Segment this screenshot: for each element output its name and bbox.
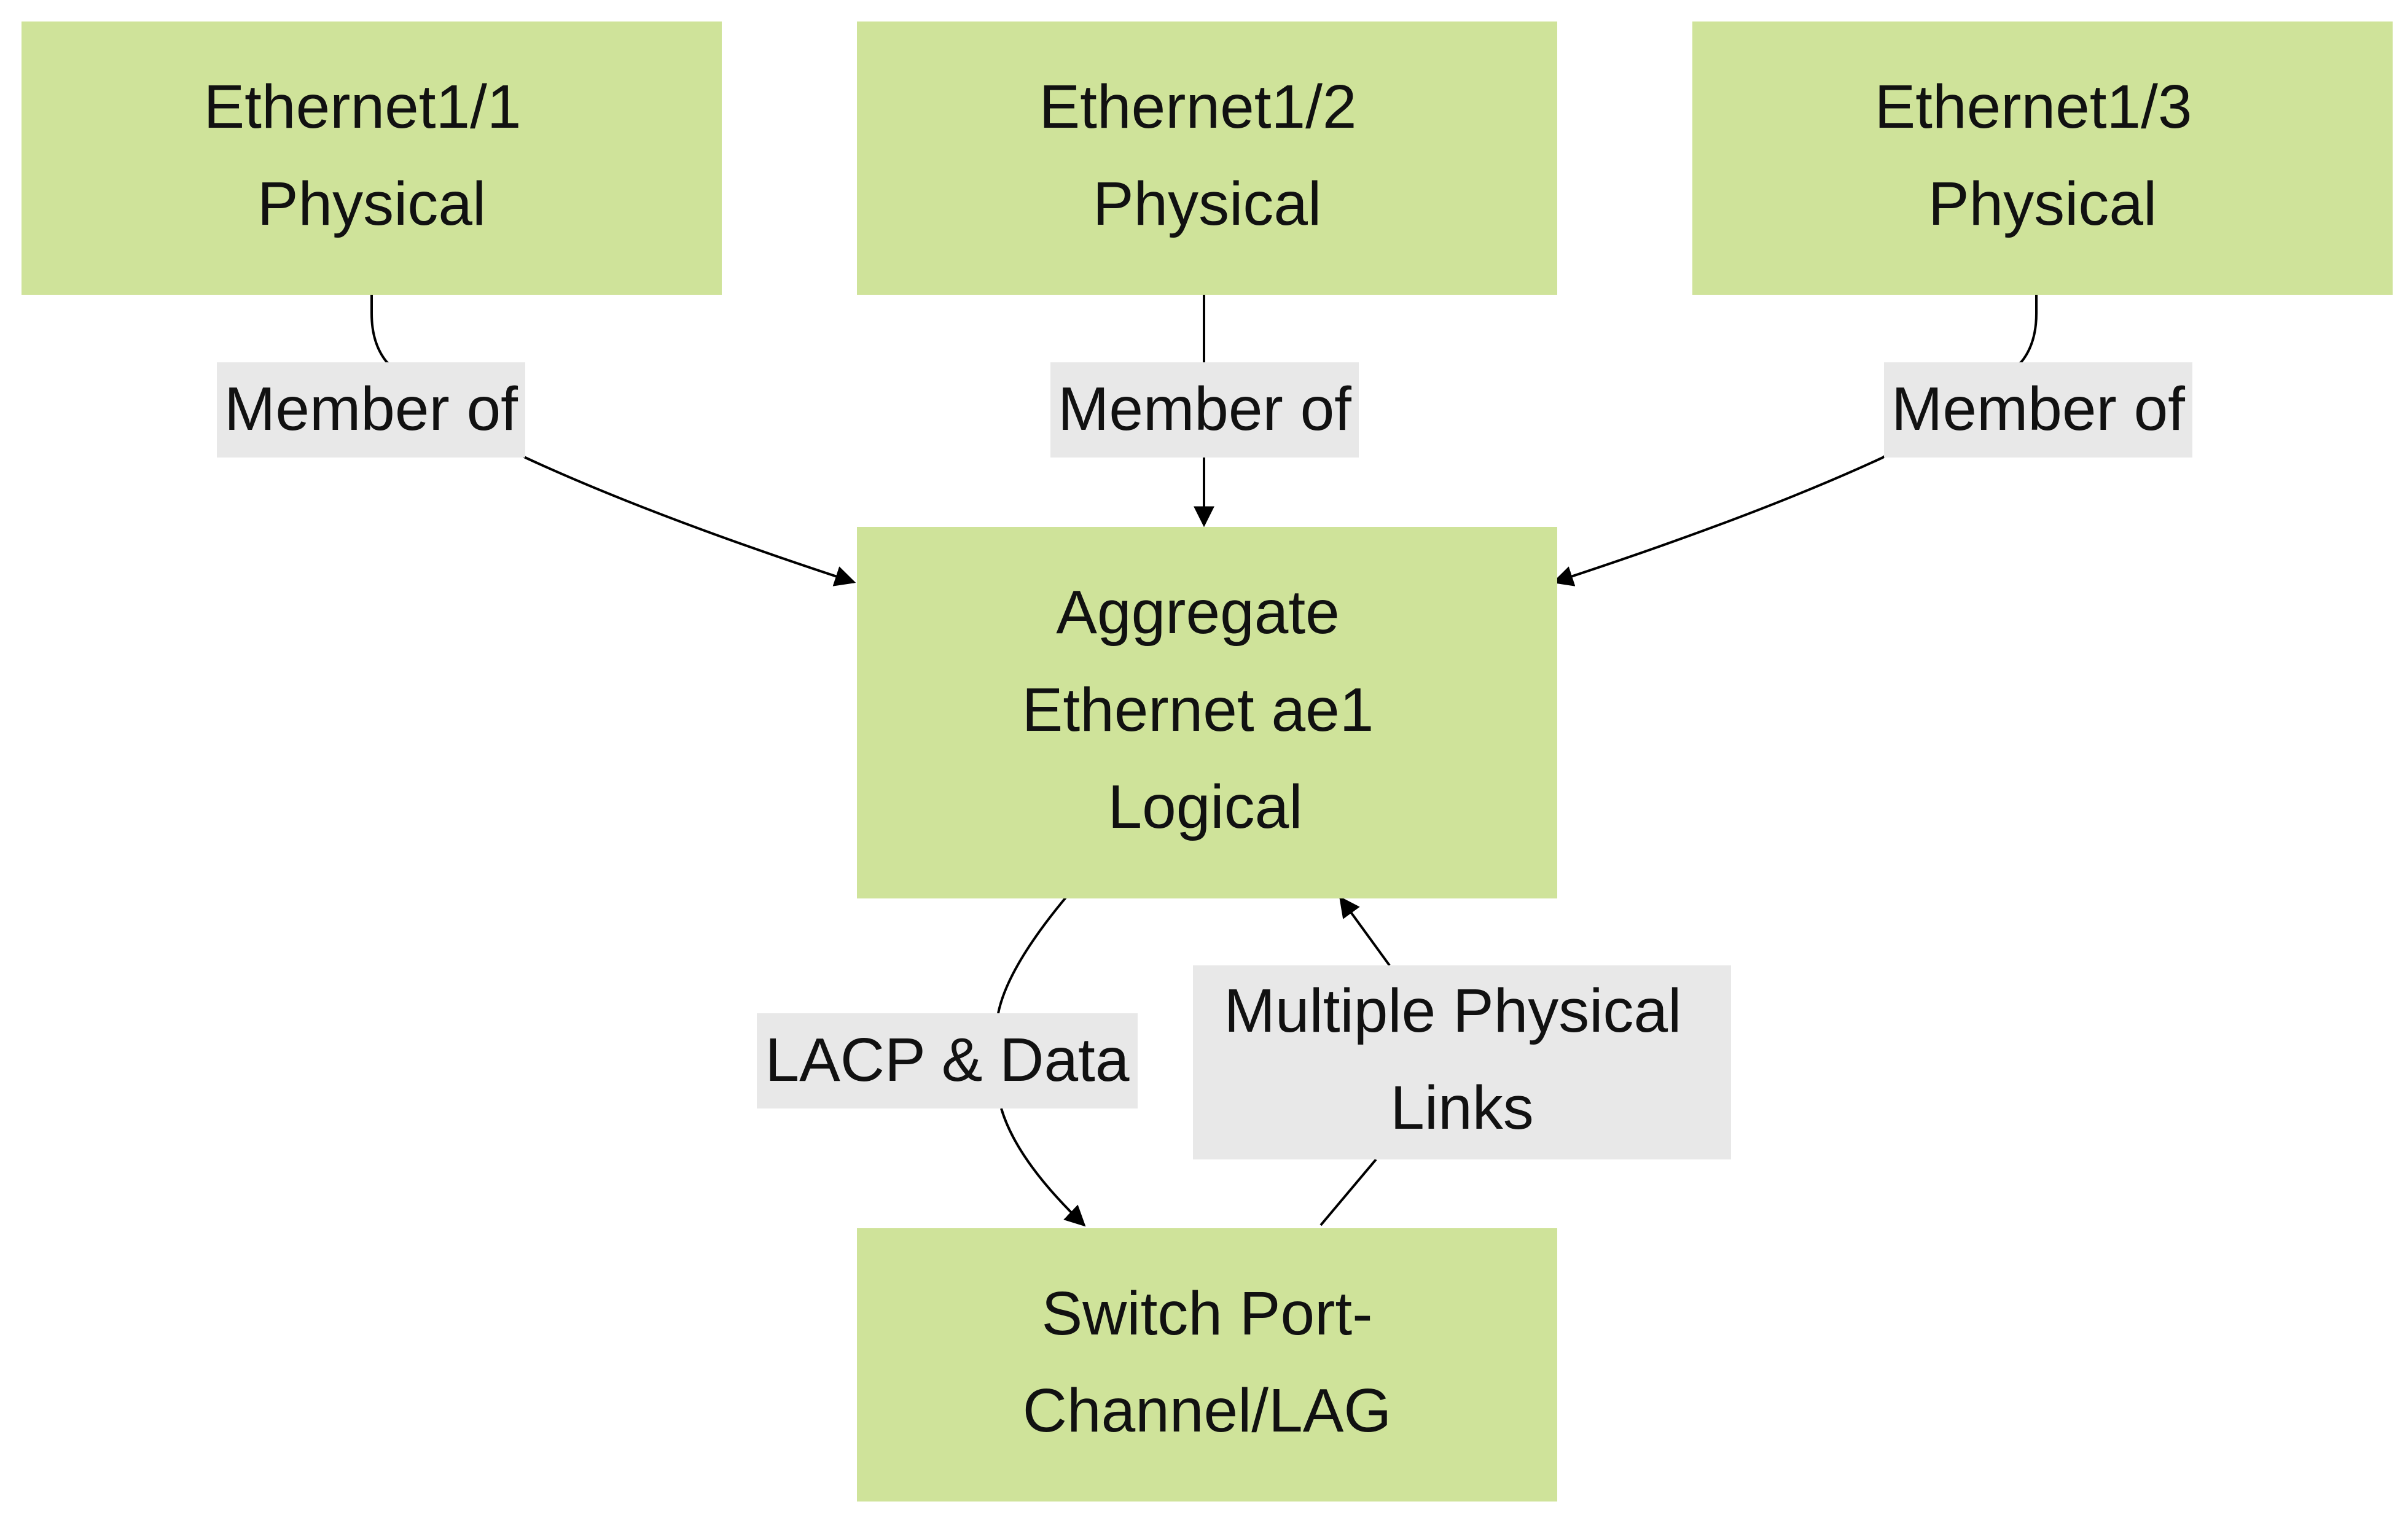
edge-label-text: Member of xyxy=(224,375,518,443)
node-label: Physical xyxy=(257,169,486,238)
edge-label-lacp: LACP & Data xyxy=(757,1013,1138,1108)
node-aggregate-ae1[interactable]: Aggregate Ethernet ae1 Logical xyxy=(857,527,1557,898)
edge-eth11-to-ae1 xyxy=(370,294,856,586)
node-label: Physical xyxy=(1928,169,2157,238)
edge-label-text: Member of xyxy=(1891,375,2185,443)
edge-labels: Member of Member of Member of LACP & Dat… xyxy=(217,362,2192,1159)
edge-label-text: LACP & Data xyxy=(765,1026,1130,1094)
edge-label-eth12: Member of xyxy=(1050,362,1359,458)
edge-label-text: Multiple Physical xyxy=(1224,976,1682,1045)
edge-label-eth13: Member of xyxy=(1884,362,2192,458)
node-ethernet1-1[interactable]: Ethernet1/1 Physical xyxy=(22,21,722,295)
node-label: Ethernet ae1 xyxy=(1022,676,1374,744)
node-label: Physical xyxy=(1093,169,1321,238)
node-label: Channel/LAG xyxy=(1023,1376,1391,1445)
node-label: Switch Port- xyxy=(1041,1279,1372,1348)
node-label: Aggregate xyxy=(1056,578,1339,647)
node-label: Ethernet1/2 xyxy=(1039,72,1356,141)
edge-ae1-to-lag xyxy=(997,894,1084,1225)
edge-label-multiple-links: Multiple Physical Links xyxy=(1193,965,1731,1159)
edge-label-text: Member of xyxy=(1058,375,1351,443)
edge-label-eth11: Member of xyxy=(217,362,525,458)
nodes: Ethernet1/1 Physical Ethernet1/2 Physica… xyxy=(22,21,2393,1502)
edge-eth13-to-ae1 xyxy=(1552,294,2038,586)
node-ethernet1-3[interactable]: Ethernet1/3 Physical xyxy=(1692,21,2393,295)
edge-label-text: Links xyxy=(1390,1073,1533,1142)
node-label: Ethernet1/3 xyxy=(1874,72,2192,141)
edges xyxy=(370,294,2038,1226)
node-ethernet1-2[interactable]: Ethernet1/2 Physical xyxy=(857,21,1557,295)
node-label: Ethernet1/1 xyxy=(203,72,521,141)
node-label: Logical xyxy=(1108,773,1303,841)
edge-lag-to-ae1 xyxy=(1321,898,1391,1226)
node-switch-lag[interactable]: Switch Port- Channel/LAG xyxy=(857,1228,1557,1502)
